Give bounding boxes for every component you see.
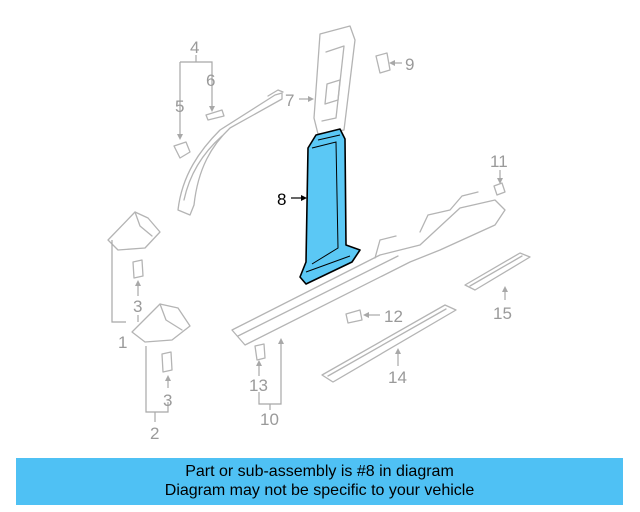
callout-3-lower: 3	[163, 391, 172, 410]
sill-panel	[231, 191, 506, 346]
clip-5	[173, 141, 191, 159]
bracket-2	[131, 303, 191, 343]
banner-line-2: Diagram may not be specific to your vehi…	[164, 482, 475, 499]
callout-8: 8	[277, 190, 286, 209]
callout-14: 14	[388, 368, 407, 387]
banner-line-1: Part or sub-assembly is #8 in diagram	[185, 463, 454, 480]
callout-9: 9	[405, 55, 414, 74]
callout-4: 4	[190, 38, 199, 57]
clip-3-lower	[161, 351, 173, 373]
callout-3-upper: 3	[133, 297, 142, 316]
lower-b-pillar-trim-part-8[interactable]	[299, 128, 361, 285]
upper-b-pillar-trim	[313, 25, 356, 135]
callout-5: 5	[175, 97, 184, 116]
scuff-plate-14	[321, 304, 457, 383]
leader-lines	[111, 55, 508, 422]
callout-13: 13	[249, 376, 268, 395]
callout-15: 15	[493, 304, 512, 323]
callout-6: 6	[206, 71, 215, 90]
clip-11	[493, 182, 506, 196]
clip-3-upper	[132, 259, 144, 279]
a-pillar-trim	[177, 89, 284, 216]
bracket-1	[107, 211, 161, 251]
clip-6	[205, 109, 225, 121]
info-banner: Part or sub-assembly is #8 in diagram Di…	[16, 458, 623, 505]
scuff-plate-15	[464, 252, 531, 291]
callout-10: 10	[260, 410, 279, 429]
clip-13	[254, 343, 266, 361]
callout-12: 12	[384, 307, 403, 326]
clip-9	[375, 52, 391, 74]
callout-2: 2	[150, 424, 159, 443]
callout-11: 11	[490, 152, 508, 171]
callout-7: 7	[285, 91, 294, 110]
callout-labels: 4 5 6 7 9 8 11 12 15 14 3 1 3 2 13 10	[118, 38, 512, 443]
callout-1: 1	[118, 333, 127, 352]
clip-12	[345, 309, 363, 324]
